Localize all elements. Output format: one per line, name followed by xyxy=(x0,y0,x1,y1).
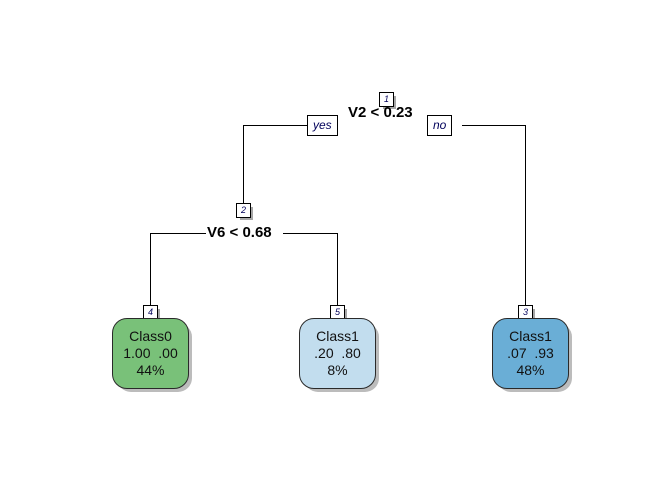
leaf-3-class-label: Class1 xyxy=(509,328,552,344)
leaf-5-percent: 8% xyxy=(327,362,348,378)
leaf-5-class-label: Class1 xyxy=(316,328,359,344)
leaf-3-probabilities: .07 .93 xyxy=(507,345,554,361)
edge-root-yes-vertical xyxy=(243,125,244,203)
leaf-4-class-label: Class0 xyxy=(129,328,172,344)
leaf-node-5[interactable]: Class1 .20 .80 8% xyxy=(299,318,376,389)
edge-root-no-horizontal xyxy=(462,125,526,126)
edge-root-yes-stub xyxy=(243,202,244,203)
leaf-3-percent: 48% xyxy=(516,362,545,378)
node-badge-2[interactable]: 2 xyxy=(236,203,251,218)
split-condition-root: V2 < 0.23 xyxy=(348,104,413,121)
edge-node2-right-horizontal xyxy=(283,233,338,234)
leaf-node-4[interactable]: Class0 1.00 .00 44% xyxy=(112,318,189,389)
branch-tag-no[interactable]: no xyxy=(427,115,453,136)
edge-node2-to-leaf5 xyxy=(337,233,338,306)
node-badge-5[interactable]: 5 xyxy=(330,305,345,320)
edge-root-no-vertical xyxy=(525,125,526,306)
edge-node2-to-leaf4 xyxy=(150,233,151,306)
leaf-4-probabilities: 1.00 .00 xyxy=(123,345,178,361)
split-condition-internal: V6 < 0.68 xyxy=(207,224,272,241)
branch-tag-yes[interactable]: yes xyxy=(307,115,338,136)
leaf-5-probabilities: .20 .80 xyxy=(314,345,361,361)
edge-node2-left-horizontal xyxy=(150,233,206,234)
leaf-4-percent: 44% xyxy=(136,362,165,378)
node-badge-1[interactable]: 1 xyxy=(379,92,394,107)
edge-root-yes-horizontal xyxy=(243,125,307,126)
leaf-node-3[interactable]: Class1 .07 .93 48% xyxy=(492,318,569,389)
